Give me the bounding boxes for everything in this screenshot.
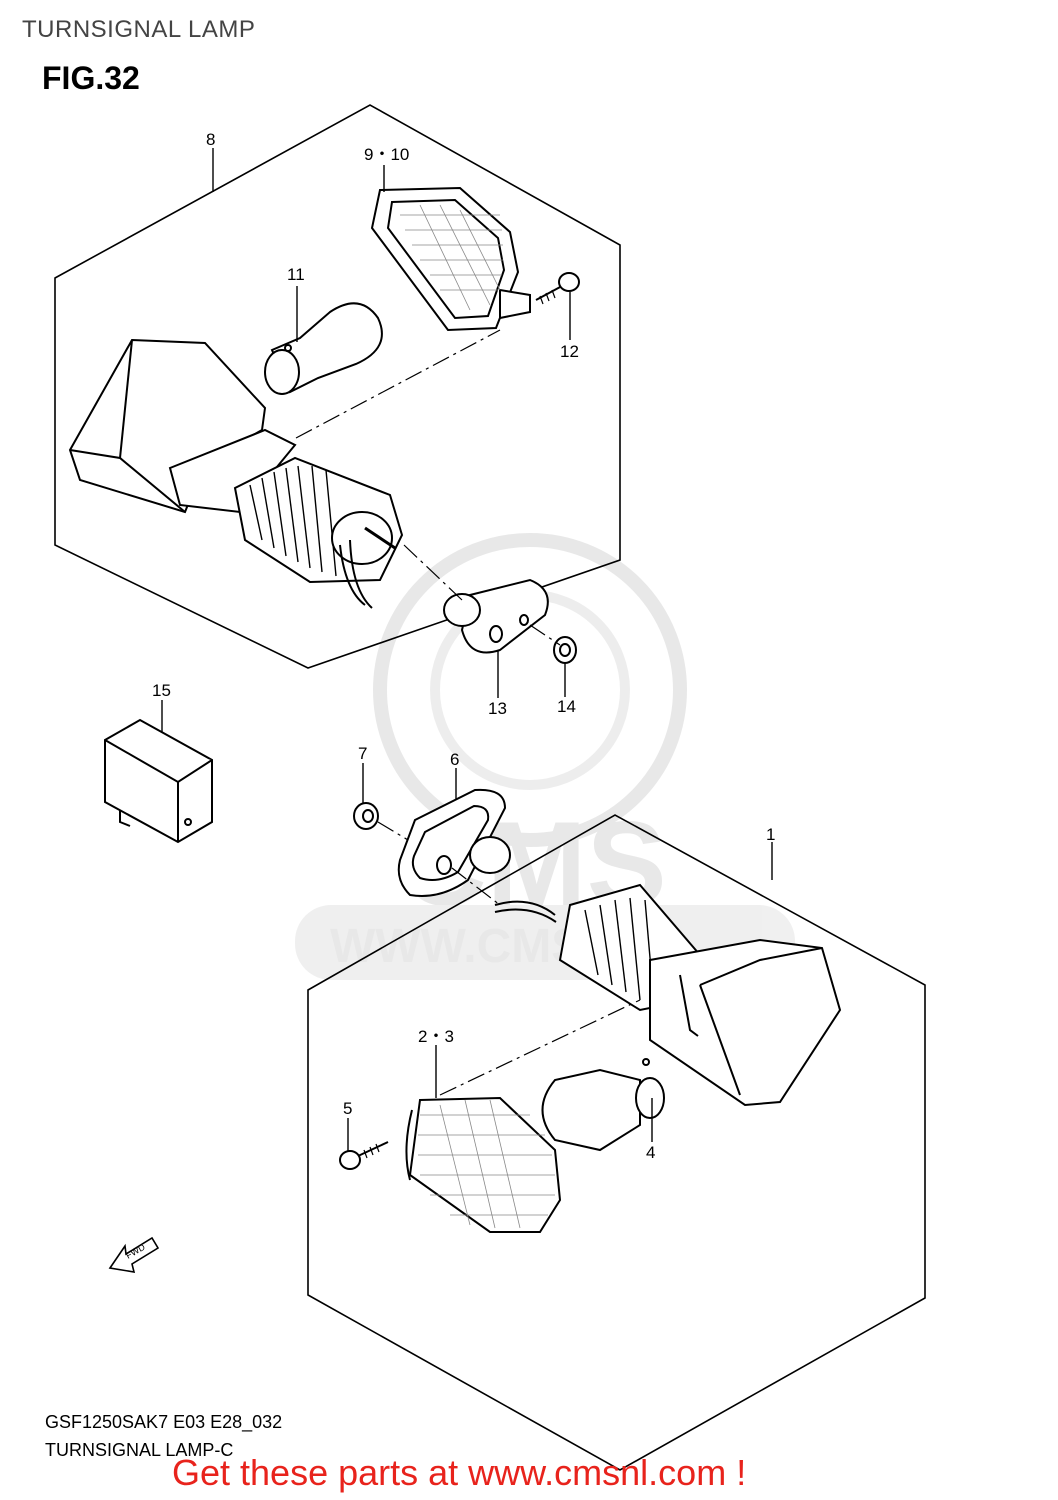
page-header: TURNSIGNAL LAMP [22,16,256,43]
lower-assembly-frame [307,814,926,1471]
callout-part-4: 4 [646,1143,655,1162]
turnsignal-housing-lower [494,883,842,1107]
diagram-code: GSF1250SAK7 E03 E28_032 [45,1412,283,1432]
screw-5 [339,1141,389,1170]
screw-12 [535,272,580,305]
nut-14 [553,636,577,664]
relay-15 [104,718,213,844]
callout-part-6: 6 [450,750,459,769]
callout-part-13: 13 [488,699,507,718]
callout-part-5: 5 [343,1099,352,1118]
callout-part-11: 11 [287,265,305,284]
nut-7 [353,802,379,830]
callout-part-15: 15 [152,681,171,700]
diagram-caption: TURNSIGNAL LAMP-C [45,1440,234,1460]
upper-assembly-frame [54,104,621,669]
callout-part-14: 14 [557,697,576,716]
bulb-lower [541,1058,665,1152]
callout-part-8: 8 [206,130,215,149]
watermark-site: WWW.CMS [330,920,583,973]
callout-part-2-3: 2・3 [418,1027,454,1046]
shop-link[interactable]: Get these parts at www.cmsnl.com ! [172,1452,747,1493]
fwd-arrow-icon: FWD [108,1236,160,1273]
lens-lower [405,1096,562,1233]
callout-part-12: 12 [560,342,579,361]
callout-part-7: 7 [358,744,367,763]
callout-part-1: 1 [766,825,775,844]
lens-upper [370,186,531,332]
callout-part-9-10: 9・10 [364,145,409,164]
figure-label: FIG.32 [42,60,140,96]
gasket-6 [397,788,511,897]
gasket-13 [443,578,549,654]
turnsignal-housing-upper [68,338,404,609]
bulb-upper [264,302,383,395]
